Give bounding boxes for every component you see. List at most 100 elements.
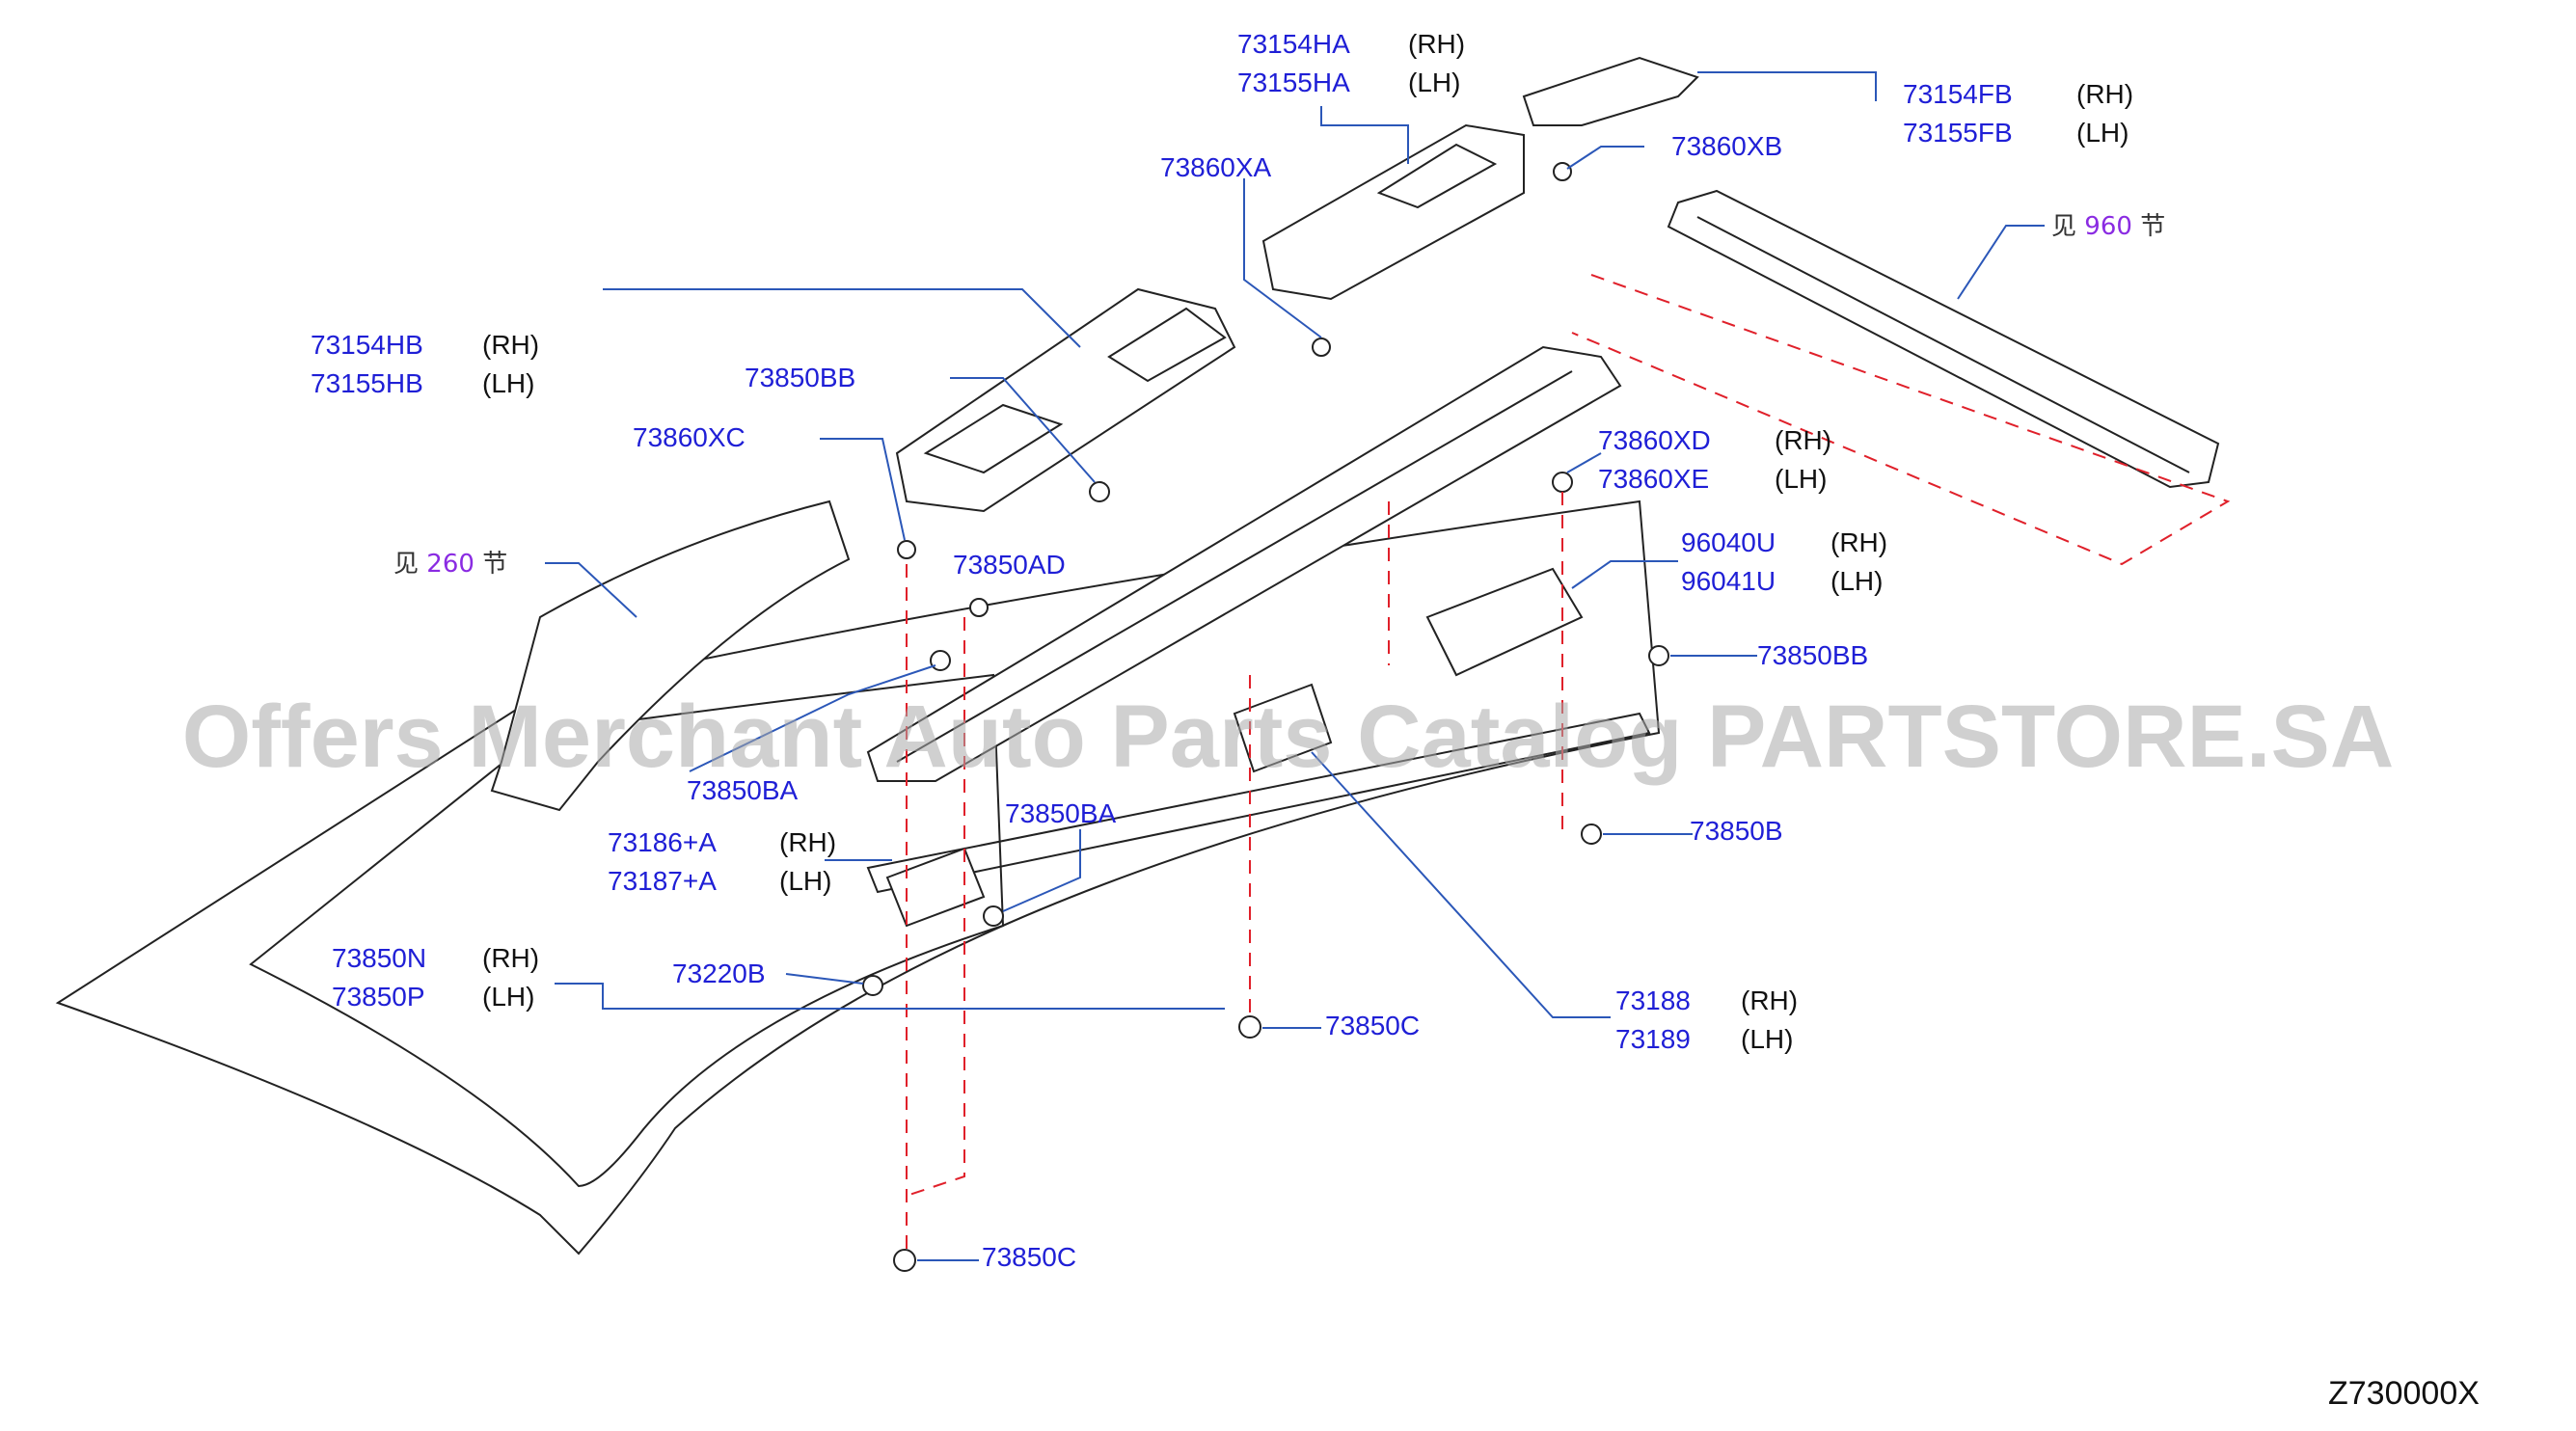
part-number-73850BB[interactable]: 73850BB: [745, 363, 856, 392]
roof-panel-opening: [249, 673, 1005, 1188]
part-number-73850N[interactable]: 73850N: [332, 943, 427, 973]
part-number-73850C[interactable]: 73850C: [1325, 1011, 1421, 1040]
screw-73220B: [862, 975, 883, 996]
part-number-73220B[interactable]: 73220B: [672, 958, 766, 988]
part-number-73860XC[interactable]: 73860XC: [633, 422, 746, 452]
clip-73860XD: [1552, 472, 1573, 493]
front-deflector: [490, 500, 851, 812]
clip-73860XC: [897, 540, 916, 559]
side-rh-label: (RH): [1408, 29, 1466, 59]
nut-73850B: [1581, 824, 1602, 845]
part-number-73154FB[interactable]: 73154FB: [1903, 79, 2013, 109]
reference-prefix: 见: [2051, 212, 2077, 241]
reference-prefix: 见: [393, 550, 420, 579]
nut-73850BB-right: [1648, 645, 1669, 666]
side-lh-label: (LH): [1741, 1024, 1794, 1054]
front-rail-cover: [895, 287, 1236, 513]
side-rh-label: (RH): [2076, 79, 2134, 109]
leader-260: [545, 562, 637, 618]
side-rh-label: (RH): [1775, 425, 1832, 455]
side-rh-label: (RH): [779, 827, 837, 857]
part-number-73860XE[interactable]: 73860XE: [1598, 464, 1710, 494]
leader-73860XA: [1243, 178, 1322, 338]
leader-73154HA: [1320, 106, 1409, 164]
clip-73860XA: [1312, 338, 1331, 357]
side-rh-label: (RH): [1830, 527, 1888, 557]
bracket-73186: [885, 847, 986, 928]
leader-960: [1957, 225, 2045, 300]
part-number-73189[interactable]: 73189: [1615, 1024, 1691, 1054]
part-number-73850BA[interactable]: 73850BA: [687, 775, 799, 805]
assembly-line-1: [1571, 274, 2231, 566]
part-number-73188[interactable]: 73188: [1615, 986, 1691, 1015]
rear-crossbar-edge: [1696, 216, 2190, 473]
part-number-73850P[interactable]: 73850P: [332, 982, 425, 1012]
reference-number: 960: [2084, 212, 2132, 241]
leader-73154HB: [603, 288, 1081, 348]
nut-73850C-low: [893, 1249, 916, 1272]
bolt-73850AD: [969, 598, 989, 617]
section-reference-260[interactable]: 见 260 节: [393, 552, 507, 577]
part-number-73155HB[interactable]: 73155HB: [311, 368, 423, 398]
center-rail-cover: [1261, 123, 1525, 301]
rear-crossbar: [1667, 189, 2220, 489]
side-lh-label: (LH): [1775, 464, 1828, 494]
part-number-96041U[interactable]: 96041U: [1681, 566, 1776, 596]
side-lh-label: (LH): [1830, 566, 1884, 596]
diagram-code: Z730000X: [2328, 1375, 2480, 1412]
section-reference-960[interactable]: 见 960 节: [2051, 214, 2165, 239]
part-number-73155HA[interactable]: 73155HA: [1237, 68, 1350, 97]
assembly-line-5: [906, 617, 965, 1197]
leader-73850BA-lower: [1002, 829, 1081, 912]
part-number-73850AD[interactable]: 73850AD: [953, 550, 1066, 580]
front-rail-cover-pocket-2: [1107, 307, 1227, 383]
front-rail-cover-pocket: [923, 403, 1064, 474]
clip-73860XB: [1553, 162, 1572, 181]
part-number-73860XB[interactable]: 73860XB: [1671, 131, 1783, 161]
side-rh-label: (RH): [482, 330, 540, 360]
leader-73860XB: [1566, 146, 1644, 170]
bracket-73188: [1233, 683, 1333, 773]
leader-73850N: [555, 983, 1225, 1010]
part-number-73850BA-lower[interactable]: 73850BA: [1005, 798, 1117, 828]
leader-73860XD: [1566, 452, 1602, 473]
leader-73860XC: [820, 438, 906, 541]
leader-73850BB-top: [950, 377, 1096, 483]
reference-suffix: 节: [482, 550, 508, 579]
side-rh-label: (RH): [1741, 986, 1799, 1015]
part-number-73154HA[interactable]: 73154HA: [1237, 29, 1350, 59]
part-number-73186A[interactable]: 73186+A: [608, 827, 717, 857]
side-lh-label: (LH): [2076, 118, 2129, 148]
center-rail-cover-pocket: [1376, 143, 1498, 209]
part-number-73850BB[interactable]: 73850BB: [1757, 640, 1869, 670]
roof-rail: [866, 345, 1622, 782]
part-number-73154HB[interactable]: 73154HB: [311, 330, 423, 360]
watermark-text: Offers Merchant Auto Parts Catalog PARTS…: [181, 688, 2395, 786]
side-lh-label: (LH): [482, 368, 535, 398]
part-number-73850B[interactable]: 73850B: [1690, 816, 1783, 846]
nut-73850BB-top: [1089, 481, 1110, 502]
roof-panel-rail: [866, 712, 1651, 894]
bracket-96040U: [1425, 567, 1584, 677]
reference-suffix: 节: [2140, 212, 2166, 241]
part-number-73860XA[interactable]: 73860XA: [1160, 152, 1272, 182]
part-number-96040U[interactable]: 96040U: [1681, 527, 1776, 557]
part-number-73155FB[interactable]: 73155FB: [1903, 118, 2013, 148]
rear-rail-cover: [1522, 56, 1699, 126]
nut-73850BA-lower: [983, 905, 1004, 927]
reference-number: 260: [426, 550, 475, 579]
part-number-73860XD[interactable]: 73860XD: [1598, 425, 1711, 455]
side-rh-label: (RH): [482, 943, 540, 973]
part-number-73850C-lower[interactable]: 73850C: [982, 1242, 1077, 1272]
leader-73850BA: [689, 664, 936, 772]
side-lh-label: (LH): [1408, 68, 1461, 97]
leader-73220B: [785, 973, 864, 985]
leader-73188: [1311, 751, 1611, 1018]
roof-rail-edge: [896, 370, 1573, 763]
nut-73850C-mid: [1238, 1015, 1261, 1039]
nut-73850BA: [930, 650, 951, 671]
side-lh-label: (LH): [482, 982, 535, 1012]
part-number-73187A[interactable]: 73187+A: [608, 866, 717, 896]
